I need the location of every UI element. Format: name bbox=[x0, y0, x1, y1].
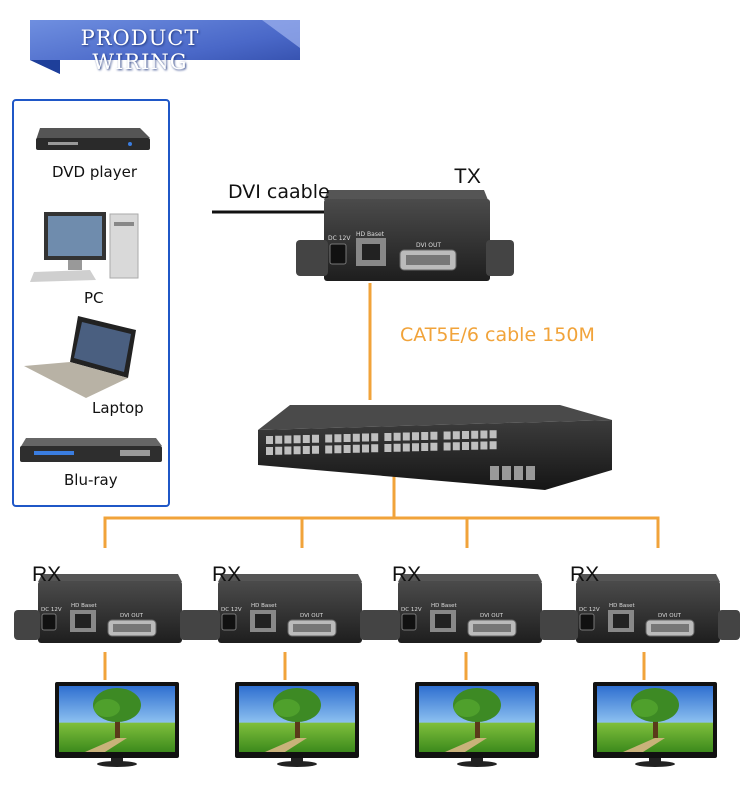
tx-label: TX bbox=[454, 165, 481, 188]
switch-sfp-port bbox=[490, 466, 499, 480]
tx-network-port-label: HD Baset bbox=[356, 231, 385, 238]
switch-port bbox=[325, 445, 333, 454]
network-switch-icon bbox=[258, 405, 612, 490]
switch-port bbox=[371, 433, 379, 442]
rx-power-port-label: DC 12V bbox=[579, 607, 600, 613]
switch-port bbox=[371, 444, 379, 453]
monitor-icon bbox=[235, 682, 359, 767]
cable-spec-label: CAT5E/6 cable 150M bbox=[400, 324, 595, 346]
header-banner bbox=[30, 20, 300, 74]
source-label-dvd: DVD player bbox=[52, 163, 138, 181]
switch-port bbox=[302, 435, 310, 443]
rx-label-1: RX bbox=[32, 563, 62, 586]
switch-port bbox=[471, 430, 479, 439]
switch-port bbox=[325, 434, 333, 443]
switch-port bbox=[275, 446, 283, 455]
rx-video-port-label: DVI OUT bbox=[300, 613, 324, 619]
switch-port bbox=[480, 441, 488, 450]
switch-port bbox=[334, 434, 342, 443]
switch-port bbox=[393, 443, 401, 452]
switch-port bbox=[284, 446, 292, 455]
switch-port bbox=[402, 443, 410, 452]
switch-port bbox=[430, 431, 438, 440]
source-label-bluray: Blu-ray bbox=[64, 471, 118, 489]
switch-port bbox=[266, 447, 273, 455]
switch-sfp-port bbox=[514, 466, 523, 480]
switch-port bbox=[312, 434, 319, 443]
source-label-laptop: Laptop bbox=[92, 399, 144, 417]
switch-port bbox=[302, 446, 310, 454]
rx-video-port-label: DVI OUT bbox=[480, 613, 504, 619]
rx-label-2: RX bbox=[212, 563, 242, 586]
rx-label-3: RX bbox=[392, 563, 422, 586]
switch-port bbox=[489, 430, 497, 439]
bluray-player-icon bbox=[20, 438, 162, 462]
source-label-pc: PC bbox=[84, 289, 104, 307]
tx-extender-icon bbox=[296, 190, 514, 281]
monitor-icon bbox=[415, 682, 539, 767]
page-title: PRODUCT WIRING bbox=[80, 26, 200, 74]
switch-port bbox=[471, 441, 479, 450]
rx-network-port-label: HD Baset bbox=[431, 603, 458, 609]
rx-network-port-label: HD Baset bbox=[251, 603, 278, 609]
switch-sfp-port bbox=[502, 466, 511, 480]
switch-port bbox=[452, 442, 460, 451]
switch-port bbox=[266, 436, 273, 444]
switch-port bbox=[384, 433, 392, 441]
monitor-icon bbox=[593, 682, 717, 767]
switch-port bbox=[393, 432, 401, 441]
switch-port bbox=[343, 445, 351, 453]
desktop-pc-icon bbox=[30, 212, 139, 282]
rx-network-port-label: HD Baset bbox=[71, 603, 98, 609]
dvd-player-icon bbox=[36, 128, 150, 150]
laptop-icon bbox=[24, 316, 136, 398]
source-devices-panel: DVD player PC Laptop Blu-ray bbox=[12, 99, 170, 507]
rx-video-port-label: DVI OUT bbox=[658, 613, 682, 619]
switch-port bbox=[334, 445, 342, 454]
switch-port bbox=[293, 435, 301, 444]
rx-power-port-label: DC 12V bbox=[41, 607, 62, 613]
switch-port bbox=[412, 443, 419, 452]
switch-port bbox=[362, 444, 369, 453]
tx-video-port-label: DVI OUT bbox=[416, 242, 441, 249]
switch-port bbox=[284, 435, 292, 444]
tx-power-port-label: DC 12V bbox=[328, 235, 351, 242]
rx-power-port-label: DC 12V bbox=[401, 607, 422, 613]
switch-port bbox=[421, 432, 429, 440]
rx-label-4: RX bbox=[570, 563, 600, 586]
switch-port bbox=[275, 435, 283, 444]
network-cabling bbox=[103, 283, 660, 680]
switch-port bbox=[402, 432, 410, 441]
switch-port bbox=[293, 446, 301, 455]
switch-sfp-port bbox=[526, 466, 535, 480]
switch-port bbox=[480, 430, 488, 439]
switch-port bbox=[462, 442, 469, 450]
rx-power-port-label: DC 12V bbox=[221, 607, 242, 613]
switch-port bbox=[352, 444, 360, 453]
dvi-cable-label: DVI caable bbox=[228, 181, 330, 203]
switch-port bbox=[384, 444, 392, 452]
switch-port bbox=[462, 431, 469, 439]
switch-port bbox=[412, 432, 419, 441]
switch-port bbox=[352, 433, 360, 442]
switch-port bbox=[430, 442, 438, 451]
switch-port bbox=[443, 442, 451, 451]
monitor-icon bbox=[55, 682, 179, 767]
switch-port bbox=[421, 443, 429, 451]
switch-port bbox=[489, 441, 497, 450]
rx-video-port-label: DVI OUT bbox=[120, 613, 144, 619]
rx-network-port-label: HD Baset bbox=[609, 603, 636, 609]
switch-port bbox=[343, 434, 351, 442]
switch-port bbox=[452, 431, 460, 440]
switch-port bbox=[362, 433, 369, 442]
switch-port bbox=[443, 431, 451, 440]
switch-port bbox=[312, 445, 319, 454]
